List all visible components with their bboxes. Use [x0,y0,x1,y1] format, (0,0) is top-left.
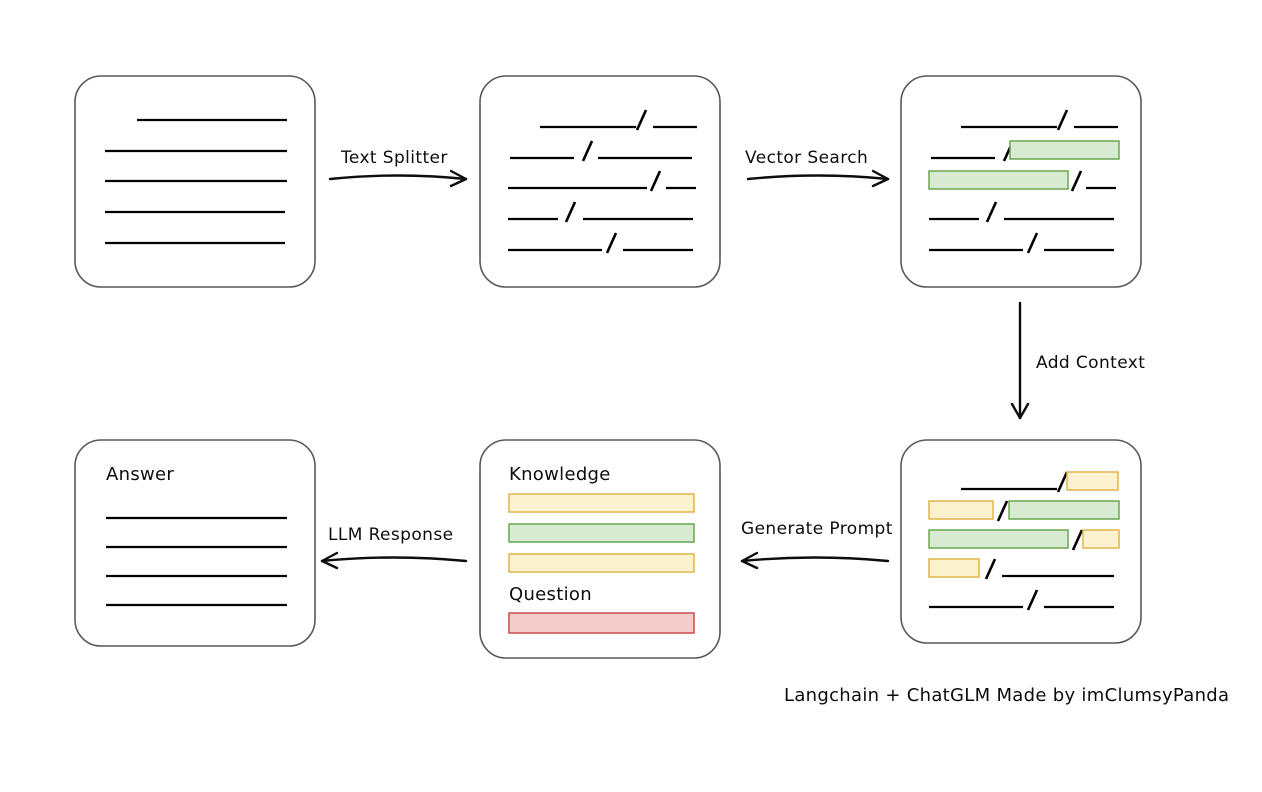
edge-shaft-llm-response [320,556,468,563]
edge-vector-search [746,169,890,188]
separator-slash-row-2-seg-1 [1071,529,1084,551]
node-answer[interactable] [74,439,316,647]
edge-arrowhead-llm-response [320,551,339,570]
node-vector-matches[interactable] [900,75,1142,288]
highlight-yellow-row-1-seg-0 [928,500,994,520]
separator-slash-row-4-seg-1 [1026,589,1039,611]
edge-llm-response [320,551,468,570]
node-frame-split-chunks [479,75,721,288]
separator-slash-row-1-seg-1 [996,500,1009,522]
node-title-answer-0: Answer [106,464,175,485]
bar-green-1 [508,523,695,543]
highlight-green-row-1-seg-2 [1008,500,1120,520]
bar-yellow-0 [508,493,695,513]
node-source-document[interactable] [74,75,316,288]
highlight-yellow-row-3-seg-0 [928,558,980,578]
edge-label-text-splitter: Text Splitter [341,148,448,168]
highlight-green-row-2-seg-0 [928,529,1069,549]
bar-yellow-2 [508,553,695,573]
separator-slash-row-3-seg-1 [985,201,998,223]
separator-slash-row-3-seg-1 [984,558,997,580]
highlight-yellow-row-0-seg-2 [1066,471,1119,491]
node-context-prompt-source[interactable] [900,439,1142,644]
highlight-green-row-2-seg-0 [928,170,1069,190]
bar-red-3 [508,612,695,634]
separator-slash-row-0-seg-1 [1056,109,1069,131]
edge-shaft-text-splitter [328,174,468,181]
node-prompt-knowledge-question[interactable] [479,439,721,659]
highlight-yellow-row-2-seg-2 [1082,529,1120,549]
separator-slash-row-1-seg-1 [581,140,594,162]
node-title-prompt-knowledge-question-0: Knowledge [509,464,611,485]
edge-arrowhead-vector-search [871,169,890,188]
highlight-green-row-1-seg-2 [1009,140,1120,160]
separator-slash-row-0-seg-1 [635,109,648,131]
separator-slash-row-4-seg-1 [1026,232,1039,254]
footer-credit: Langchain + ChatGLM Made by imClumsyPand… [784,685,1230,706]
edge-add-context [1010,301,1030,420]
separator-slash-row-3-seg-1 [564,201,577,223]
edge-shaft-vector-search [746,174,890,181]
edge-arrowhead-add-context [1010,402,1030,420]
edge-label-generate-prompt: Generate Prompt [741,519,893,539]
node-title-prompt-knowledge-question-1: Question [509,584,592,605]
edge-label-add-context: Add Context [1036,353,1146,373]
separator-slash-row-2-seg-1 [649,170,662,192]
separator-slash-row-0-seg-1 [1056,471,1069,493]
separator-slash-row-2-seg-1 [1070,170,1083,192]
edge-arrowhead-text-splitter [449,169,468,188]
edge-generate-prompt [740,551,890,570]
edge-label-vector-search: Vector Search [745,148,869,168]
edge-label-llm-response: LLM Response [328,525,454,545]
node-split-chunks[interactable] [479,75,721,288]
separator-slash-row-4-seg-1 [605,232,618,254]
edge-shaft-generate-prompt [740,556,890,563]
node-frame-answer [74,439,316,647]
edge-text-splitter [328,169,468,188]
edge-arrowhead-generate-prompt [740,551,759,570]
